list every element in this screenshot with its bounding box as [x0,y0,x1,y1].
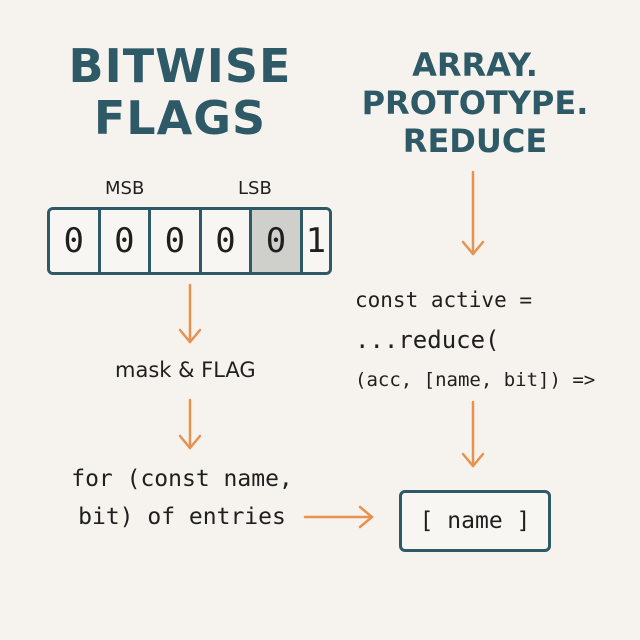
mask-expression: mask & FLAG [115,358,256,382]
bit-cell: 0 [100,210,152,272]
reduce-title: ARRAY. PROTOTYPE. REDUCE [330,46,620,160]
arrow-down-icon [178,398,202,450]
bit-cell: 0 [151,210,202,272]
bit-cell: 1 [302,210,329,272]
arrow-down-icon [461,400,485,468]
code-line: (acc, [name, bit]) => [355,369,596,391]
loop-code: for (const name, bit) of entries [52,460,312,536]
arrow-right-icon [303,505,374,529]
code-line: const active = [355,288,533,312]
code-line: for (const name, [71,466,293,492]
bit-cell: 0 [50,210,101,272]
code-line: bit) of entries [78,504,286,530]
bitwise-flags-title: BITWISE FLAGS [40,40,320,144]
lsb-label: LSB [238,178,272,199]
msb-label: MSB [105,178,145,199]
bit-cell-highlighted: 0 [252,210,303,272]
result-box: [ name ] [399,490,551,552]
arrow-down-icon [178,283,202,344]
title-line: REDUCE [402,122,548,160]
title-line: ARRAY. [412,46,538,84]
code-line: ...reduce( [355,326,500,354]
bit-register: 0 0 0 0 0 1 [47,207,332,275]
arrow-down-icon [461,170,485,256]
title-line: BITWISE [68,39,292,93]
title-line: FLAGS [93,91,267,145]
title-line: PROTOTYPE. [361,84,589,122]
reduce-code: const active = ...reduce( (acc, [name, b… [355,280,595,400]
bit-cell: 0 [201,210,253,272]
